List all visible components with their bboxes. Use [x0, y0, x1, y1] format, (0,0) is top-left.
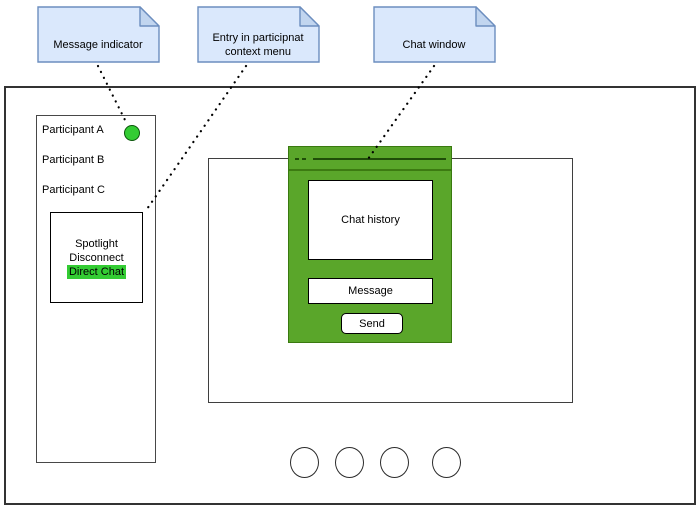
titlebar-dash-icon — [295, 158, 299, 160]
menu-item-direct-chat[interactable]: Direct Chat — [66, 264, 127, 279]
note-shape-icon — [373, 6, 496, 63]
circle-button-1[interactable] — [290, 447, 319, 478]
note-context-menu-entry: Entry in participnat context menu — [197, 6, 320, 63]
chat-titlebar[interactable] — [289, 147, 451, 171]
participant-item-c[interactable]: Participant C — [42, 184, 105, 196]
menu-item-disconnect[interactable]: Disconnect — [69, 251, 124, 264]
message-indicator-dot — [124, 125, 140, 141]
note-label: Entry in participnat context menu — [212, 32, 304, 58]
participant-item-a[interactable]: Participant A — [42, 124, 104, 136]
note-label: Chat window — [402, 39, 466, 51]
circle-button-3[interactable] — [380, 447, 409, 478]
note-message-indicator: Message indicator — [37, 6, 160, 63]
note-chat-window: Chat window — [373, 6, 496, 63]
titlebar-dash-icon — [302, 158, 306, 160]
chat-window: Chat history Message Send — [288, 146, 452, 343]
menu-item-spotlight[interactable]: Spotlight — [75, 237, 118, 250]
circle-button-2[interactable] — [335, 447, 364, 478]
chat-history-area: Chat history — [308, 180, 433, 260]
note-label: Message indicator — [53, 39, 143, 51]
note-shape-icon — [37, 6, 160, 63]
participant-item-b[interactable]: Participant B — [42, 154, 105, 166]
send-button[interactable]: Send — [341, 313, 403, 334]
circle-button-4[interactable] — [432, 447, 461, 478]
titlebar-line-icon — [313, 158, 446, 160]
message-input[interactable]: Message — [308, 278, 433, 304]
participant-context-menu: Spotlight Disconnect Direct Chat — [50, 212, 143, 303]
note-shape-icon — [197, 6, 320, 63]
